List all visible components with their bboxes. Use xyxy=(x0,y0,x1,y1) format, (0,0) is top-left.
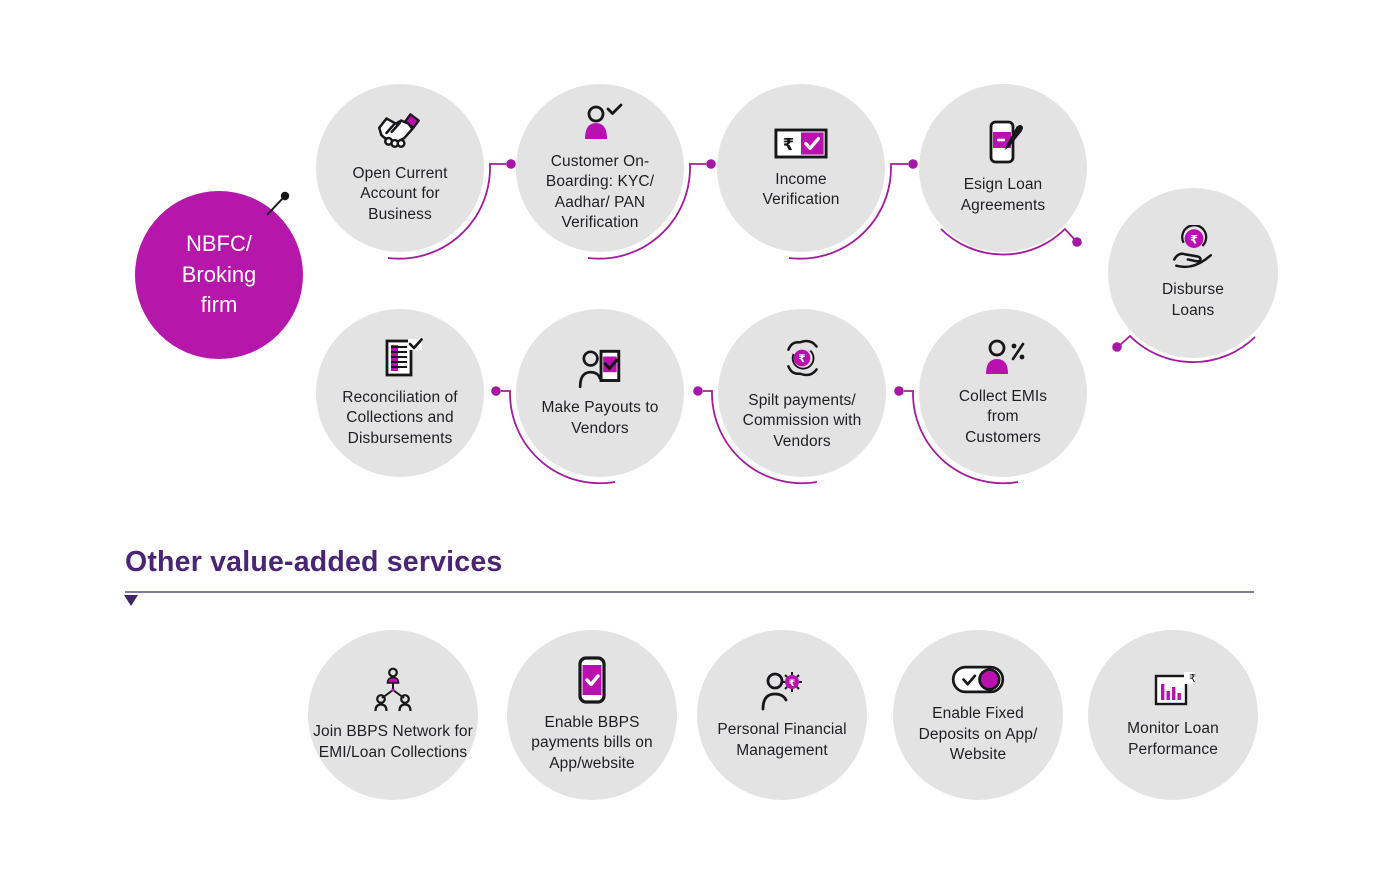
node-reconciliation: Reconciliation of Collections and Disbur… xyxy=(316,309,484,477)
node-label: Disburse Loans xyxy=(1162,281,1224,319)
node-customer-onboarding: Customer On-Boarding: KYC/ Aadhar/ PAN V… xyxy=(516,84,684,252)
node-join-bbps-network: Join BBPS Network for EMI/Loan Collectio… xyxy=(308,630,478,800)
node-label: Make Payouts to Vendors xyxy=(541,399,659,437)
people-network-icon xyxy=(374,667,412,712)
person-phone-check-icon xyxy=(578,349,621,389)
connector-dot xyxy=(894,386,904,396)
hand-rupee-coin-icon: ₹ xyxy=(1173,225,1212,269)
node-open-current-account: Open Current Account for Business xyxy=(316,84,484,252)
phone-esign-icon xyxy=(989,120,1023,164)
node-label: Open Current Account for Business xyxy=(352,164,448,223)
node-split-payments: ₹ Spilt payments/ Commission with Vendor… xyxy=(718,309,886,477)
connector-dot xyxy=(491,386,501,396)
node-label: Esign Loan Agreements xyxy=(960,176,1046,214)
node-esign-loan-agreements: Esign Loan Agreements xyxy=(919,84,1087,252)
node-disburse-loans: ₹ Disburse Loans xyxy=(1108,188,1278,358)
section-divider-line xyxy=(125,591,1254,593)
connector-dot xyxy=(908,159,918,169)
node-label: Enable Fixed Deposits on App/ Website xyxy=(918,705,1038,764)
node-label: Spilt payments/ Commission with Vendors xyxy=(742,391,862,450)
connector-dot xyxy=(706,159,716,169)
node-label: Personal Financial Management xyxy=(717,721,847,759)
svg-text:₹: ₹ xyxy=(1190,232,1198,246)
hands-rupee-coin-icon: ₹ xyxy=(787,339,818,377)
node-label: Enable BBPS payments bills on App/websit… xyxy=(531,713,653,772)
hub-nbfc-broking-firm: NBFC/ Broking firm xyxy=(135,191,303,359)
node-monitor-loan-performance: ₹ Monitor Loan Performance xyxy=(1088,630,1258,800)
node-label: Customer On-Boarding: KYC/ Aadhar/ PAN V… xyxy=(545,152,655,231)
connector-dot xyxy=(506,159,516,169)
person-check-icon xyxy=(585,103,623,139)
toggle-check-icon xyxy=(951,666,1005,694)
connector-dot xyxy=(1112,342,1122,352)
node-enable-bbps-payments: Enable BBPS payments bills on App/websit… xyxy=(507,630,677,800)
node-collect-emis: Collect EMIs from Customers xyxy=(919,309,1087,477)
node-label: Join BBPS Network for EMI/Loan Collectio… xyxy=(313,723,473,761)
connector-dot xyxy=(693,386,703,396)
document-check-icon xyxy=(385,338,423,377)
section-heading-other-services: Other value-added services xyxy=(125,546,503,578)
chart-rupee-icon: ₹ xyxy=(1154,672,1196,706)
node-label: Reconciliation of Collections and Disbur… xyxy=(342,388,458,447)
person-percent-icon xyxy=(986,339,1025,374)
person-rupee-gear-icon: ₹ xyxy=(761,672,802,711)
node-personal-financial-management: ₹ Personal Financial Management xyxy=(697,630,867,800)
node-income-verification: ₹ Income Verification xyxy=(717,84,885,252)
svg-text:₹: ₹ xyxy=(783,135,794,154)
handshake-icon xyxy=(377,112,420,148)
svg-text:₹: ₹ xyxy=(1189,672,1196,685)
node-label: Monitor Loan Performance xyxy=(1127,720,1219,758)
node-label: Collect EMIs from Customers xyxy=(958,387,1048,446)
node-label: Income Verification xyxy=(762,170,840,208)
triangle-marker-icon xyxy=(124,595,138,606)
node-enable-fixed-deposits: Enable Fixed Deposits on App/ Website xyxy=(893,630,1063,800)
hub-label: NBFC/ Broking firm xyxy=(181,231,257,318)
node-make-payouts: Make Payouts to Vendors xyxy=(516,309,684,477)
svg-text:₹: ₹ xyxy=(798,353,805,365)
rupee-card-check-icon: ₹ xyxy=(774,128,828,158)
connector-dot xyxy=(1072,237,1082,247)
svg-text:₹: ₹ xyxy=(789,679,795,689)
phone-check-icon xyxy=(578,656,606,704)
